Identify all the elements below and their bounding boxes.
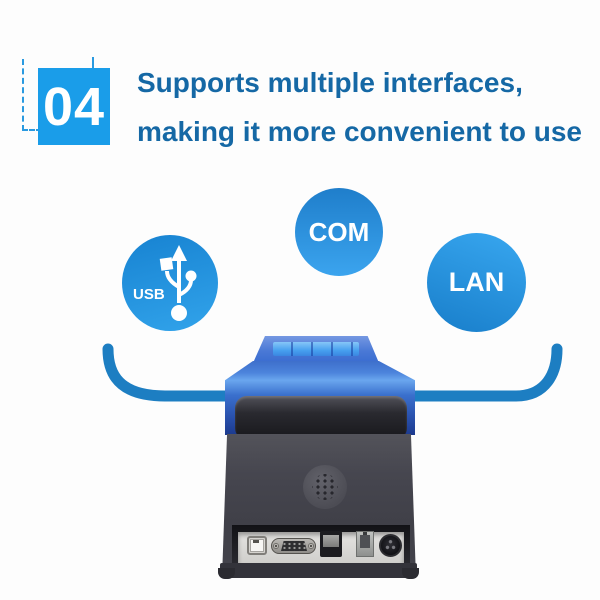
printer-paper-cover-top xyxy=(253,336,379,363)
speaker-grille xyxy=(303,465,347,509)
printer-cover-ribs xyxy=(273,342,359,356)
usb-circle-label: USB xyxy=(133,286,165,303)
usb-trident-icon xyxy=(159,245,197,321)
receipt-printer-rear-photo xyxy=(218,334,419,580)
lan-interface-circle: LAN xyxy=(427,233,526,332)
badge-dashed-line-bottom xyxy=(22,129,42,131)
step-number: 04 xyxy=(42,76,106,137)
rj11-port xyxy=(356,531,374,557)
power-din-port xyxy=(379,534,402,557)
lan-rj45-port xyxy=(320,531,342,557)
headline-line-2: making it more convenient to use xyxy=(137,116,582,147)
headline: Supports multiple interfaces, making it … xyxy=(137,58,582,156)
printer-foot-right xyxy=(402,568,419,579)
lan-circle-label: LAN xyxy=(448,267,505,297)
printer-roll-door xyxy=(235,396,407,440)
lan-rj45-port-inner xyxy=(323,535,339,547)
rj11-port-inner xyxy=(360,535,370,548)
headline-line-1: Supports multiple interfaces, xyxy=(137,67,523,98)
serial-screw-left xyxy=(273,543,279,549)
badge-dashed-line-top xyxy=(92,57,94,68)
serial-com-port xyxy=(271,538,316,554)
printer-base xyxy=(218,563,419,579)
badge-dashed-line-left xyxy=(22,59,24,131)
swoosh-path xyxy=(102,343,563,402)
serial-com-pins xyxy=(281,541,307,551)
printer-foot-left xyxy=(218,568,235,579)
serial-screw-right xyxy=(308,543,314,549)
com-circle-label: COM xyxy=(308,216,370,247)
usb-b-port xyxy=(247,536,267,555)
usb-b-port-contact xyxy=(253,540,259,543)
com-interface-circle: COM xyxy=(295,188,383,276)
step-number-badge: 04 xyxy=(38,68,110,145)
usb-interface-circle: USB xyxy=(122,235,218,331)
speaker-holes xyxy=(312,474,338,500)
rj11-port-latch xyxy=(363,532,367,535)
